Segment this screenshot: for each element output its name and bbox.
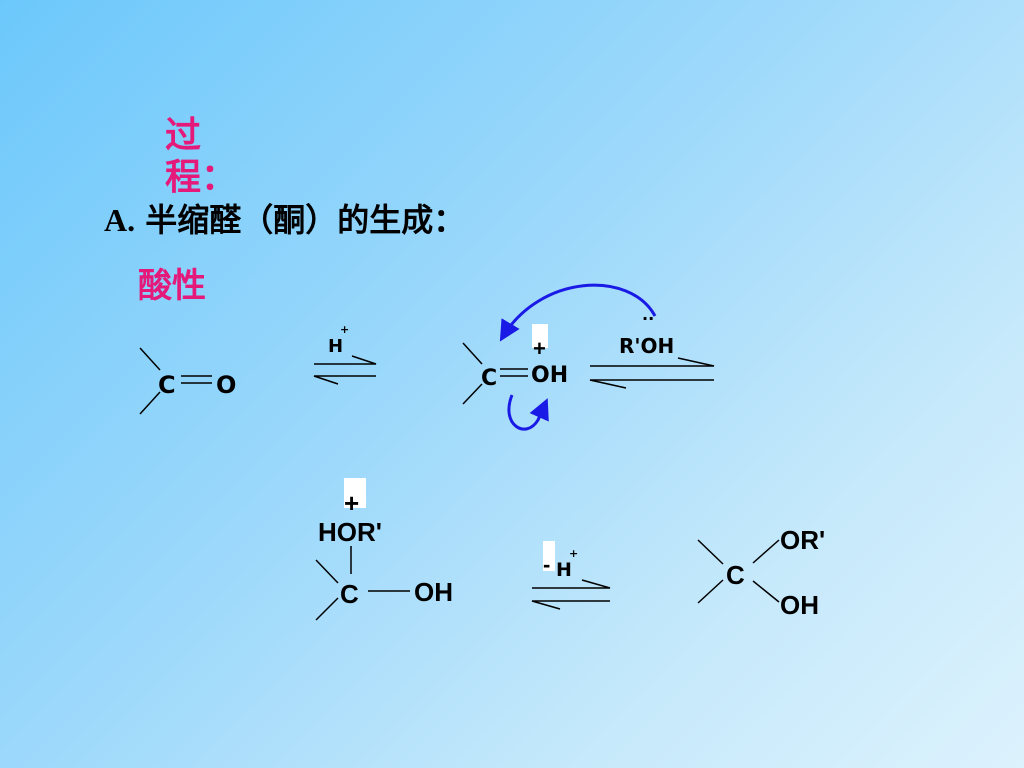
reverse-arrow: [589, 379, 714, 389]
bond-upper-right: [752, 539, 780, 564]
bond-upper: [462, 342, 483, 365]
bond-upper: [139, 347, 161, 371]
nucleophile-label: R'OH: [619, 334, 674, 358]
adduct-carbon: C: [340, 579, 359, 609]
bond-lower: [139, 391, 161, 415]
reactant-carbon: C: [158, 371, 176, 399]
equilibrium-arrow-2: ·· R'OH: [589, 309, 715, 389]
loss-h: H: [556, 559, 572, 581]
bond-upper-left: [315, 559, 339, 584]
forward-arrow: [532, 579, 611, 589]
charge-box: [344, 478, 366, 508]
reverse-arrow: [531, 600, 610, 610]
heading-letter: A.: [104, 202, 136, 238]
bond-lower-right: [752, 580, 780, 603]
equilibrium-arrow-1: H +: [313, 323, 377, 385]
charge-box: [532, 324, 548, 348]
intermediate-carbon: C: [481, 366, 497, 391]
oxonium-adduct: + HOR' C OH: [315, 478, 453, 621]
condition-label: 酸性: [138, 266, 206, 306]
product-oh: OH: [780, 590, 819, 620]
carbonyl-reactant: C O: [139, 347, 236, 415]
catalyst-charge: +: [340, 323, 349, 336]
forward-arrow: [314, 355, 377, 365]
minus-box: [543, 541, 555, 571]
catalyst-h: H: [328, 336, 343, 357]
forward-arrow: [590, 357, 715, 367]
product-carbon: C: [726, 560, 745, 590]
product-or: OR': [780, 525, 825, 555]
reactant-oxygen: O: [216, 371, 236, 399]
protonated-carbonyl: C OH +: [462, 324, 568, 405]
intermediate-charge: +: [533, 336, 546, 361]
adduct-oh: OH: [414, 577, 453, 607]
loss-minus: -: [543, 552, 550, 577]
bond-lower: [462, 383, 483, 405]
reverse-arrow: [313, 375, 376, 385]
section-heading: A. 半缩醛（酮）的生成：: [104, 200, 465, 240]
bond-upper-left: [697, 539, 724, 565]
loss-charge: +: [569, 547, 578, 560]
title-guo: 过: [165, 115, 202, 156]
intermediate-oh: OH: [531, 363, 568, 388]
nucleophilic-attack-arrow: [499, 283, 657, 342]
bond-lower-left: [315, 597, 339, 621]
electron-shift-arrow: [507, 394, 549, 431]
title-cheng: 程：: [165, 157, 238, 198]
adduct-hor: HOR': [318, 517, 382, 547]
adduct-charge: +: [344, 488, 359, 518]
bond-lower-left: [697, 579, 724, 604]
hemiacetal-product: C OR' OH: [697, 525, 825, 620]
lone-pair-dots: ··: [642, 309, 654, 328]
equilibrium-arrow-3: - H +: [531, 541, 611, 610]
heading-text: 半缩醛（酮）的生成：: [145, 201, 466, 239]
